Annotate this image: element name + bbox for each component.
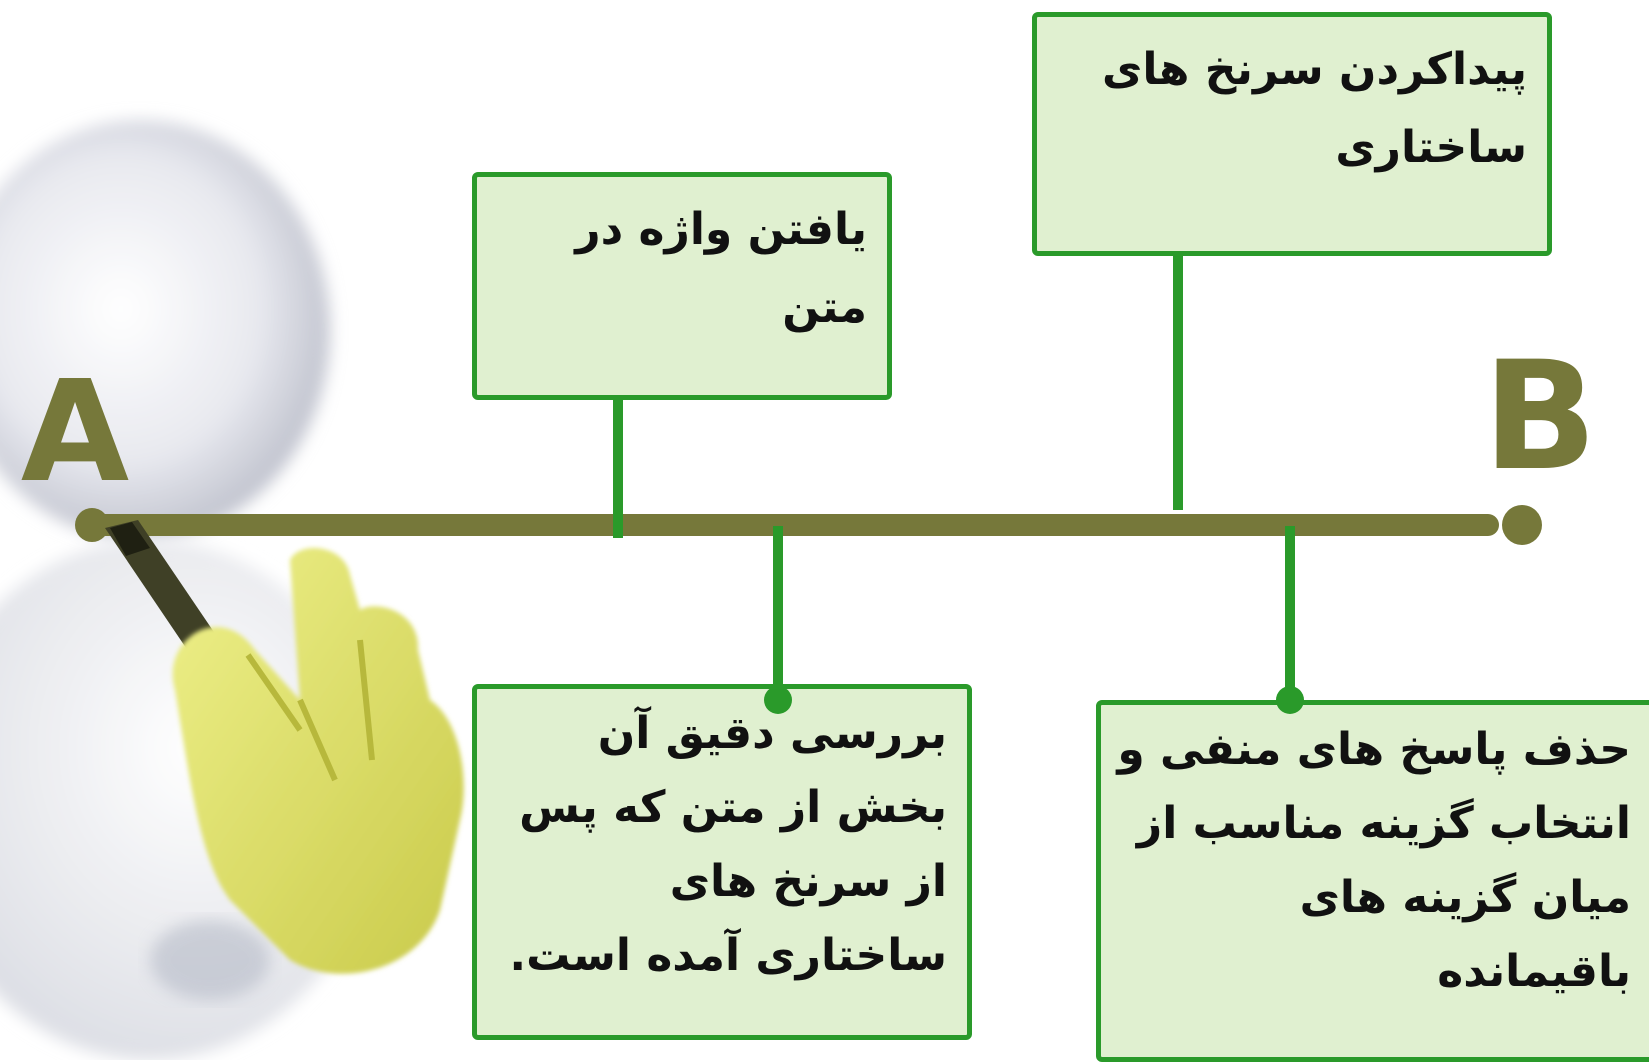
- step-3-line-2: بخش از متن که پس: [519, 782, 947, 833]
- step-4-line-3: میان گزینه های: [1299, 872, 1631, 923]
- step-4-line-4: باقیمانده: [1437, 946, 1631, 997]
- step-box-find-word: یافتن واژه در متن: [472, 172, 892, 400]
- step-box-structural-clues: پیداکردن سرنخ های ساختاری: [1032, 12, 1552, 256]
- endpoint-b-label: B: [1483, 330, 1597, 504]
- step-1-line-2: متن: [782, 282, 867, 333]
- step-1-line-1: یافتن واژه در: [575, 204, 867, 255]
- step-3-line-3: از سرنخ های: [669, 856, 947, 907]
- step-3-line-1: بررسی دقیق آن: [597, 708, 947, 759]
- step-box-careful-review: بررسی دقیق آن بخش از متن که پس از سرنخ ه…: [472, 684, 972, 1040]
- timeline-axis: [75, 505, 1542, 545]
- step-4-line-2: انتخاب گزینه مناسب از: [1136, 798, 1631, 849]
- step-2-line-2: ساختاری: [1335, 122, 1527, 173]
- step-4-line-1: حذف پاسخ های منفی و: [1117, 724, 1631, 775]
- step-2-line-1: پیداکردن سرنخ های: [1102, 44, 1527, 95]
- endpoint-a-label: A: [21, 351, 129, 514]
- step-box-eliminate-answers: حذف پاسخ های منفی و انتخاب گزینه مناسب ا…: [1096, 700, 1649, 1062]
- step-3-line-4: ساختاری آمده است.: [509, 930, 947, 981]
- hand-with-pen-illustration: [105, 520, 464, 974]
